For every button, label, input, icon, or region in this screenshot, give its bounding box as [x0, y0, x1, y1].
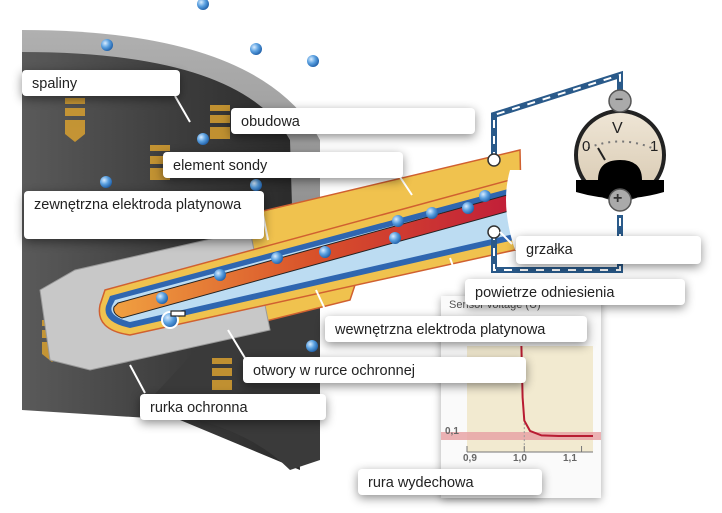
- plus-terminal-icon: [608, 188, 632, 212]
- voltmeter-scale-max: 1: [650, 138, 659, 155]
- minus-terminal-label: −: [615, 91, 624, 107]
- electron-marker-icon: [170, 310, 186, 317]
- x-tick-label: 0,9: [463, 453, 477, 464]
- x-tick-label: 1,1: [563, 453, 577, 464]
- label-wewnetrzna-elektroda: wewnętrzna elektroda platynowa: [325, 316, 587, 342]
- minus-terminal-icon: [608, 89, 632, 113]
- heater: [113, 191, 521, 319]
- voltmeter: [574, 89, 666, 212]
- label-rurka-ochronna: rurka ochronna: [140, 394, 326, 420]
- label-obudowa: obudowa: [231, 108, 475, 134]
- threshold-band: [441, 432, 601, 440]
- voltmeter-scale-min: 0: [582, 138, 591, 155]
- x-tick-label: 1,0: [513, 453, 527, 464]
- label-grzalka: grzałka: [516, 236, 701, 264]
- terminal-bottom: [487, 225, 501, 239]
- voltmeter-unit: V: [612, 120, 623, 137]
- exhaust-opening: [506, 170, 560, 250]
- terminal-top: [487, 153, 501, 167]
- label-element-sondy: element sondy: [163, 152, 403, 178]
- plus-terminal-label: +: [613, 190, 623, 207]
- label-powietrze-odniesienia: powietrze odniesienia: [465, 279, 685, 305]
- sensor-voltage-curve: [520, 345, 593, 437]
- label-otwory: otwory w rurce ochronnej: [243, 357, 526, 383]
- label-spaliny: spaliny: [22, 70, 180, 96]
- label-zewnetrzna-elektroda: zewnętrzna elektroda platynowa: [24, 191, 264, 239]
- label-rura-wydechowa: rura wydechowa: [358, 469, 542, 495]
- oxygen-molecules: [100, 0, 491, 352]
- y-tick-label: 0,1: [445, 426, 459, 437]
